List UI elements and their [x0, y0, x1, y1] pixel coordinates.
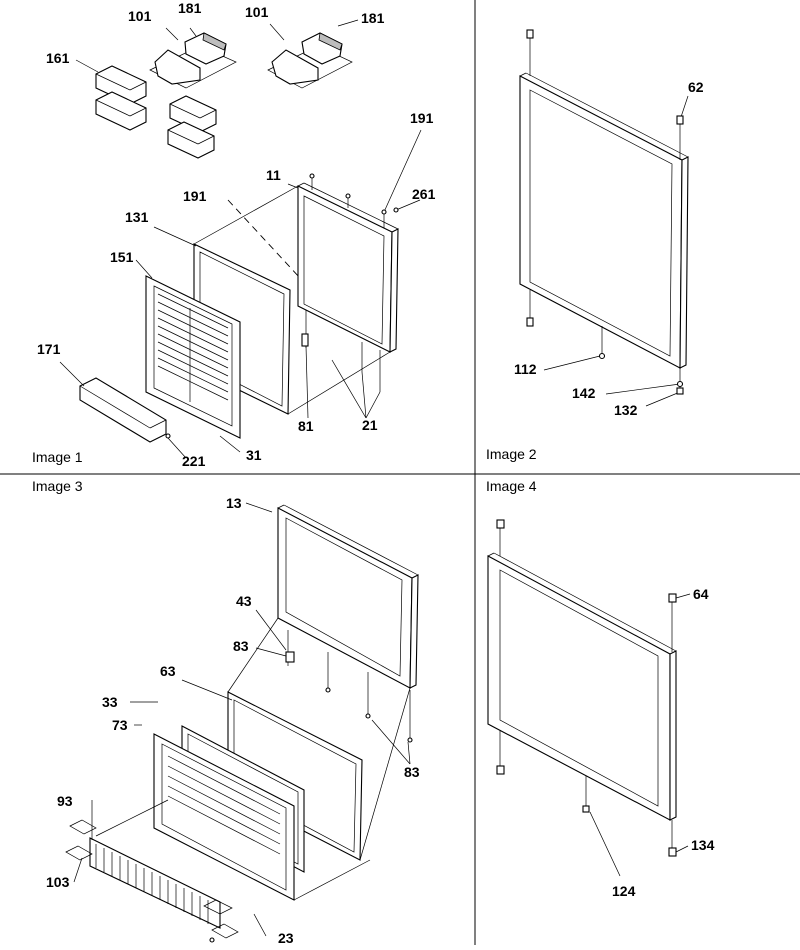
panel-ribs	[157, 293, 229, 402]
panel-title-image-2: Image 2	[486, 446, 537, 462]
callout-142: 142	[572, 385, 596, 401]
callout-64: 64	[693, 586, 709, 602]
callout-labels: 101 181 101 181 161 191 11 191 261 131 1…	[37, 0, 715, 946]
assembly-guides-2	[529, 38, 681, 390]
callout-33: 33	[102, 694, 118, 710]
panel-image-2	[519, 38, 689, 407]
callout-83-upper: 83	[233, 638, 249, 654]
door-panel-151	[145, 275, 241, 439]
callout-132: 132	[614, 402, 638, 418]
door-frame-image-2	[519, 72, 689, 369]
panel-title-image-4: Image 4	[486, 478, 537, 494]
callout-161: 161	[46, 50, 70, 66]
panel-image-3	[65, 502, 419, 939]
callout-63: 63	[160, 663, 176, 679]
callout-73: 73	[112, 717, 128, 733]
callout-101-right: 101	[245, 4, 269, 20]
door-bin-171	[79, 377, 167, 443]
callout-31: 31	[246, 447, 262, 463]
panel-image-4	[487, 522, 691, 877]
callout-131: 131	[125, 209, 149, 225]
callout-181-left: 181	[178, 0, 202, 16]
bracket-101-left	[149, 32, 237, 89]
callout-181-right: 181	[361, 10, 385, 26]
callout-221: 221	[182, 453, 206, 469]
leaders-image-4	[589, 593, 691, 877]
callout-134: 134	[691, 837, 715, 853]
callout-124: 124	[612, 883, 636, 899]
door-bins-161	[95, 65, 217, 159]
callout-101-left: 101	[128, 8, 152, 24]
callout-171: 171	[37, 341, 61, 357]
callout-11: 11	[266, 167, 281, 183]
callout-83-lower: 83	[404, 764, 420, 780]
callout-13: 13	[226, 495, 242, 511]
panel-title-image-3: Image 3	[32, 478, 83, 494]
leaders-image-3	[73, 502, 411, 937]
callout-191-top: 191	[410, 110, 434, 126]
bracket-101-right	[267, 32, 353, 89]
grille-93	[65, 819, 239, 939]
callout-43: 43	[236, 593, 252, 609]
callout-112: 112	[514, 361, 537, 377]
assembly-guides-4	[499, 522, 673, 852]
callout-62: 62	[688, 79, 704, 95]
callout-103: 103	[46, 874, 70, 890]
outer-door-11	[297, 182, 399, 353]
leaders-image-1	[59, 19, 422, 459]
callout-93: 93	[57, 793, 73, 809]
callout-261: 261	[412, 186, 436, 202]
callout-81: 81	[298, 418, 314, 434]
door-frame-image-4	[487, 552, 677, 821]
callout-191-mid: 191	[183, 188, 207, 204]
callout-151: 151	[110, 249, 134, 265]
panel-image-1	[59, 19, 422, 459]
fasteners	[165, 29, 684, 943]
callout-21: 21	[362, 417, 378, 433]
panel-title-image-1: Image 1	[32, 449, 83, 465]
assembly-guides-1	[193, 176, 391, 415]
outer-door-13	[277, 504, 419, 689]
callout-23: 23	[278, 930, 294, 945]
